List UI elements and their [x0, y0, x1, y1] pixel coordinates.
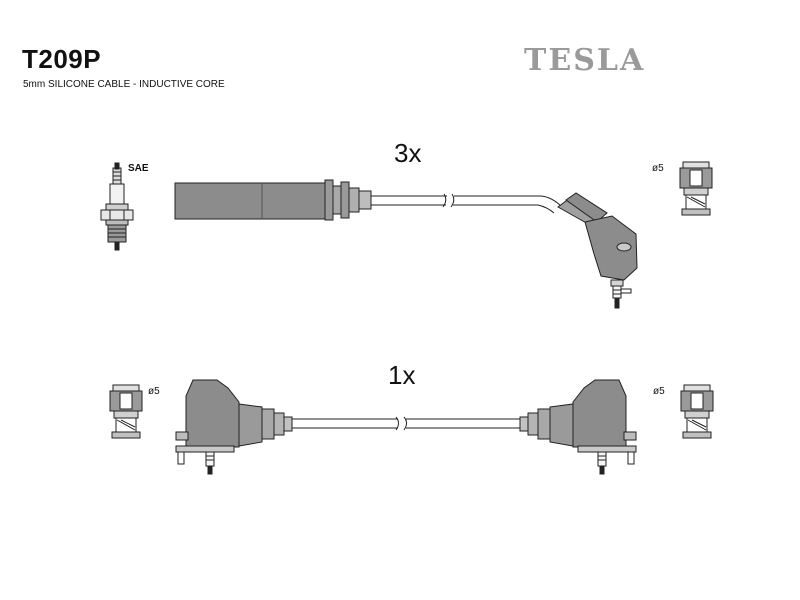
left-coil-connector-icon [175, 379, 293, 475]
terminal-diameter-label-top: ø5 [652, 163, 664, 174]
terminal-icon-bottom-left [109, 384, 143, 439]
angled-boot-icon [557, 192, 638, 309]
part-number: T209P [22, 44, 102, 74]
upper-cable [371, 193, 563, 214]
right-coil-connector-icon [519, 379, 637, 475]
terminal-diameter-label-bottom-left: ø5 [148, 386, 160, 397]
spark-plug-icon [100, 162, 134, 251]
terminal-diameter-label-bottom-right: ø5 [653, 386, 665, 397]
lower-lead-quantity: 1x [388, 360, 416, 390]
terminal-icon-bottom-right [680, 384, 714, 439]
brand-logo: TESLA [524, 43, 646, 78]
upper-lead-quantity: 3x [394, 138, 422, 168]
product-description: 5mm SILICONE CABLE - INDUCTIVE CORE [23, 79, 225, 90]
terminal-icon-top [679, 161, 713, 216]
straight-boot-icon [174, 179, 372, 221]
spark-plug-type-label: SAE [128, 163, 149, 174]
lower-cable [292, 416, 520, 431]
